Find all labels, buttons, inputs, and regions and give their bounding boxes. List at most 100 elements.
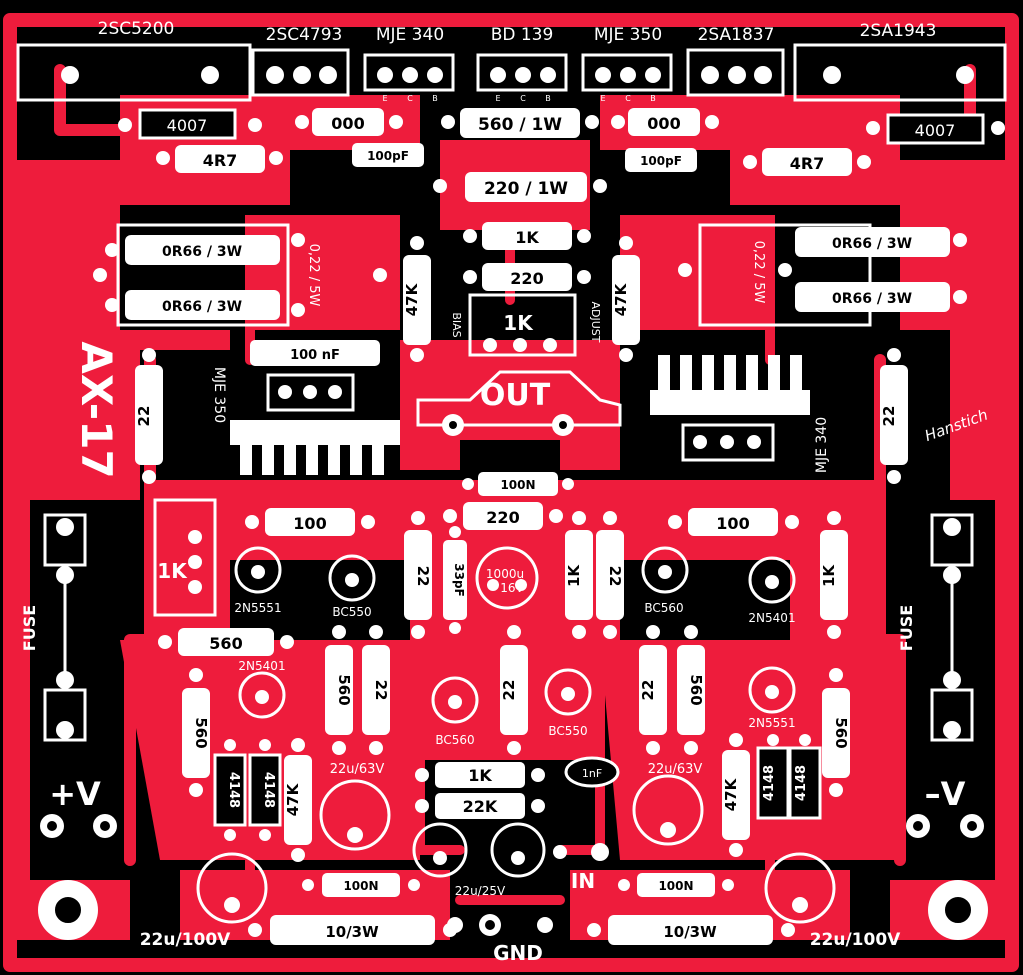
r-560-1w-label: 560 / 1W xyxy=(478,115,562,135)
fuse-left-label: FUSE xyxy=(20,605,39,651)
c-33pf-label: 33pF xyxy=(452,563,466,597)
q-2n5401-right-label: 2N5401 xyxy=(748,611,795,625)
q7-label: 2SA1943 xyxy=(860,21,937,41)
r-1k-top-label: 1K xyxy=(515,228,539,247)
r-220-top-label: 220 xyxy=(510,269,543,288)
r-000-left-label: 000 xyxy=(331,114,364,133)
r-0r66-right-1-label: 0R66 / 3W xyxy=(832,236,912,252)
r-0r66-left-2-label: 0R66 / 3W xyxy=(162,299,242,315)
r-560-v3-label: 560 xyxy=(192,717,210,748)
q5-label: MJE 350 xyxy=(594,25,662,45)
q-bc560-left-label: BC560 xyxy=(435,733,474,747)
pin-b-q3: B xyxy=(432,94,438,103)
r-220-mid-label: 220 xyxy=(486,508,519,527)
r-000-right-label: 000 xyxy=(647,114,680,133)
neg-v-label: –V xyxy=(925,775,966,813)
diode-4148-1-label: 4148 xyxy=(226,772,241,808)
pin-e-q5: E xyxy=(600,94,605,103)
pin-b-q5: B xyxy=(650,94,656,103)
r-560-v1-label: 560 xyxy=(335,674,353,705)
in-label: IN xyxy=(571,869,595,893)
r-1k-a-label: 1K xyxy=(565,564,583,587)
adjust-label: ADJUST xyxy=(589,302,602,343)
pad-layer xyxy=(40,66,1005,937)
out-label: OUT xyxy=(480,378,551,413)
r-47k-left-label: 47K xyxy=(403,282,421,316)
pin-c-q3: C xyxy=(407,94,413,103)
r-560-v2-label: 560 xyxy=(687,674,705,705)
pin-e-q3: E xyxy=(382,94,387,103)
c-100pf-right-label: 100pF xyxy=(640,154,682,168)
component-bodies xyxy=(125,108,985,945)
diode-4148-2-label: 4148 xyxy=(261,772,276,808)
r-47k-right-label: 47K xyxy=(612,282,630,316)
cap-22u63-right-label: 22u/63V xyxy=(648,762,703,777)
pin-b-q4: B xyxy=(545,94,551,103)
c-100n-bottom-left-label: 100N xyxy=(343,879,378,893)
r-4r7-right-label: 4R7 xyxy=(790,154,825,173)
pin-e-q4: E xyxy=(495,94,500,103)
r-0r66-left-1-label: 0R66 / 3W xyxy=(162,244,242,260)
q-bc560-right-label: BC560 xyxy=(644,601,683,615)
diode-4007-left-label: 4007 xyxy=(167,116,208,135)
diode-4007-right-label: 4007 xyxy=(915,121,956,140)
r-1k-far-label: 1K xyxy=(820,564,838,587)
trimmer-1k-left-label: 1K xyxy=(157,559,188,583)
c-100n-mid-label: 100N xyxy=(500,478,535,492)
r-022-right-label: 0,22 / 5W xyxy=(751,241,766,304)
c-100pf-left-label: 100pF xyxy=(367,149,409,163)
diode-4148-3-label: 4148 xyxy=(762,765,777,801)
r-22-v2-label: 22 xyxy=(639,680,657,701)
r-022-left-label: 0,22 / 5W xyxy=(306,244,321,307)
r-22-right-label: 22 xyxy=(880,406,898,427)
cap-22u100-left-label: 22u/100V xyxy=(140,930,231,950)
r-10-3w-right-label: 10/3W xyxy=(663,923,717,941)
mje340-mid-label: MJE 340 xyxy=(814,417,830,473)
pin-c-q4: C xyxy=(520,94,526,103)
q6-label: 2SA1837 xyxy=(698,25,775,45)
r-10-3w-left-label: 10/3W xyxy=(325,923,379,941)
cap-22u63-left-label: 22u/63V xyxy=(330,762,385,777)
q1-label: 2SC5200 xyxy=(98,19,175,39)
r-100-right-label: 100 xyxy=(716,514,749,533)
r-22-a-label: 22 xyxy=(414,566,432,587)
r-22k-bottom-label: 22K xyxy=(463,797,498,816)
pos-v-label: +V xyxy=(49,775,101,813)
r-560-v4-label: 560 xyxy=(832,717,850,748)
cap-22u25-label: 22u/25V xyxy=(455,884,506,898)
c-1nf-label: 1nF xyxy=(582,767,602,780)
r-560-left-label: 560 xyxy=(209,634,242,653)
r-220-1w-label: 220 / 1W xyxy=(484,179,568,199)
q-2n5551-left-label: 2N5551 xyxy=(234,601,281,615)
q-bc550-right-label: BC550 xyxy=(548,724,587,738)
r-0r66-right-2-label: 0R66 / 3W xyxy=(832,291,912,307)
r-4r7-left-label: 4R7 xyxy=(203,151,238,170)
model-label: AX-17 xyxy=(72,341,121,478)
bias-label: BIAS xyxy=(450,312,463,337)
r-100-left-label: 100 xyxy=(293,514,326,533)
mje350-mid-label: MJE 350 xyxy=(211,367,227,423)
cap-1000u-label: 1000u xyxy=(486,567,524,581)
q-bc550-left-label: BC550 xyxy=(332,605,371,619)
diode-4148-4-label: 4148 xyxy=(794,765,809,801)
r-22-v1-label: 22 xyxy=(372,680,390,701)
cap-1000u-voltage: 16V xyxy=(500,581,524,595)
trimmer-bias-label: 1K xyxy=(503,311,534,335)
q3-label: MJE 340 xyxy=(376,25,444,45)
cap-22u100-right-label: 22u/100V xyxy=(810,930,901,950)
r-1k-bottom-label: 1K xyxy=(468,766,492,785)
q-2n5401-left-label: 2N5401 xyxy=(238,659,285,673)
r-22-b-label: 22 xyxy=(606,566,624,587)
q2-label: 2SC4793 xyxy=(266,25,343,45)
c-100nf-label: 100 nF xyxy=(290,348,340,363)
fuse-right-label: FUSE xyxy=(897,605,916,651)
r-22-center-label: 22 xyxy=(500,680,518,701)
q4-label: BD 139 xyxy=(491,25,554,45)
c-100n-bottom-right-label: 100N xyxy=(658,879,693,893)
pin-c-q5: C xyxy=(625,94,631,103)
r-22-left-label: 22 xyxy=(135,406,153,427)
r-47k-bottom-right-label: 47K xyxy=(722,777,740,811)
gnd-label: GND xyxy=(493,941,543,965)
r-47k-bottom-left-label: 47K xyxy=(284,782,302,816)
